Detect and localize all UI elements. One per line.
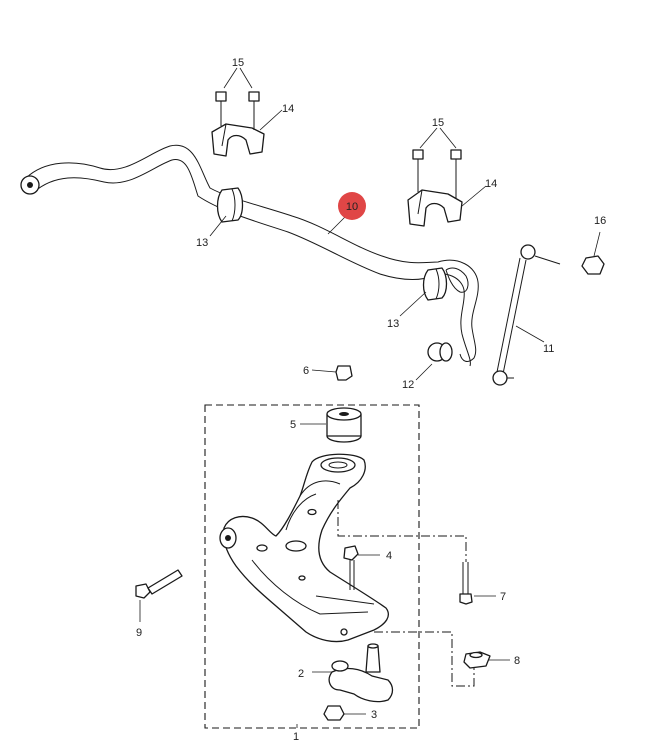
- bolt-4: [343, 545, 359, 590]
- callout-16: 16: [594, 215, 606, 227]
- bolt-15-right-b: [450, 149, 462, 198]
- callout-15-right: 15: [432, 117, 444, 129]
- callout-13-left: 13: [196, 237, 208, 249]
- callout-7: 7: [500, 591, 506, 603]
- callout-15-left: 15: [232, 57, 244, 69]
- stabilizer-bar: [20, 144, 479, 367]
- bolt-9: [135, 569, 183, 599]
- nut-16: [581, 255, 605, 275]
- bolt-7: [459, 562, 473, 605]
- bolt-15-right-a: [412, 149, 424, 192]
- bolt-15-left-a: [215, 91, 227, 126]
- control-arm: [219, 453, 389, 643]
- callout-12: 12: [402, 379, 414, 391]
- callout-2: 2: [298, 668, 304, 680]
- callout-13-right: 13: [387, 318, 399, 330]
- nut-6: [335, 365, 353, 381]
- alignment-line-7: [337, 500, 467, 562]
- leader-lines: [139, 67, 601, 728]
- callout-9: 9: [136, 627, 142, 639]
- callout-6: 6: [303, 365, 309, 377]
- callout-10: 10: [346, 201, 358, 213]
- callout-14-left: 14: [282, 103, 294, 115]
- callout-4: 4: [386, 550, 392, 562]
- nut-8: [463, 651, 491, 669]
- bar-bushing-left: [216, 187, 244, 223]
- assembly-box: [204, 404, 420, 729]
- ball-joint: [328, 643, 394, 703]
- bar-bushing-right: [422, 267, 448, 301]
- nut-3: [323, 705, 345, 721]
- bracket-left: [211, 123, 265, 157]
- alignment-line-8: [374, 631, 475, 687]
- bolt-15-left-b: [248, 91, 260, 130]
- bracket-right: [407, 189, 463, 227]
- stabilizer-link: [492, 244, 561, 386]
- callout-1: 1: [293, 731, 299, 743]
- bushing-5: [326, 407, 362, 443]
- callout-11: 11: [543, 343, 554, 355]
- callout-14-right: 14: [485, 178, 497, 190]
- callout-labels: 10 15 15 14 14 13 13 16 11 12 6 5 4 9 7 …: [136, 57, 606, 743]
- callout-5: 5: [290, 419, 296, 431]
- callout-8: 8: [514, 655, 520, 667]
- bush-12: [427, 342, 453, 362]
- callout-3: 3: [371, 709, 377, 721]
- highlight-marker: [338, 192, 366, 220]
